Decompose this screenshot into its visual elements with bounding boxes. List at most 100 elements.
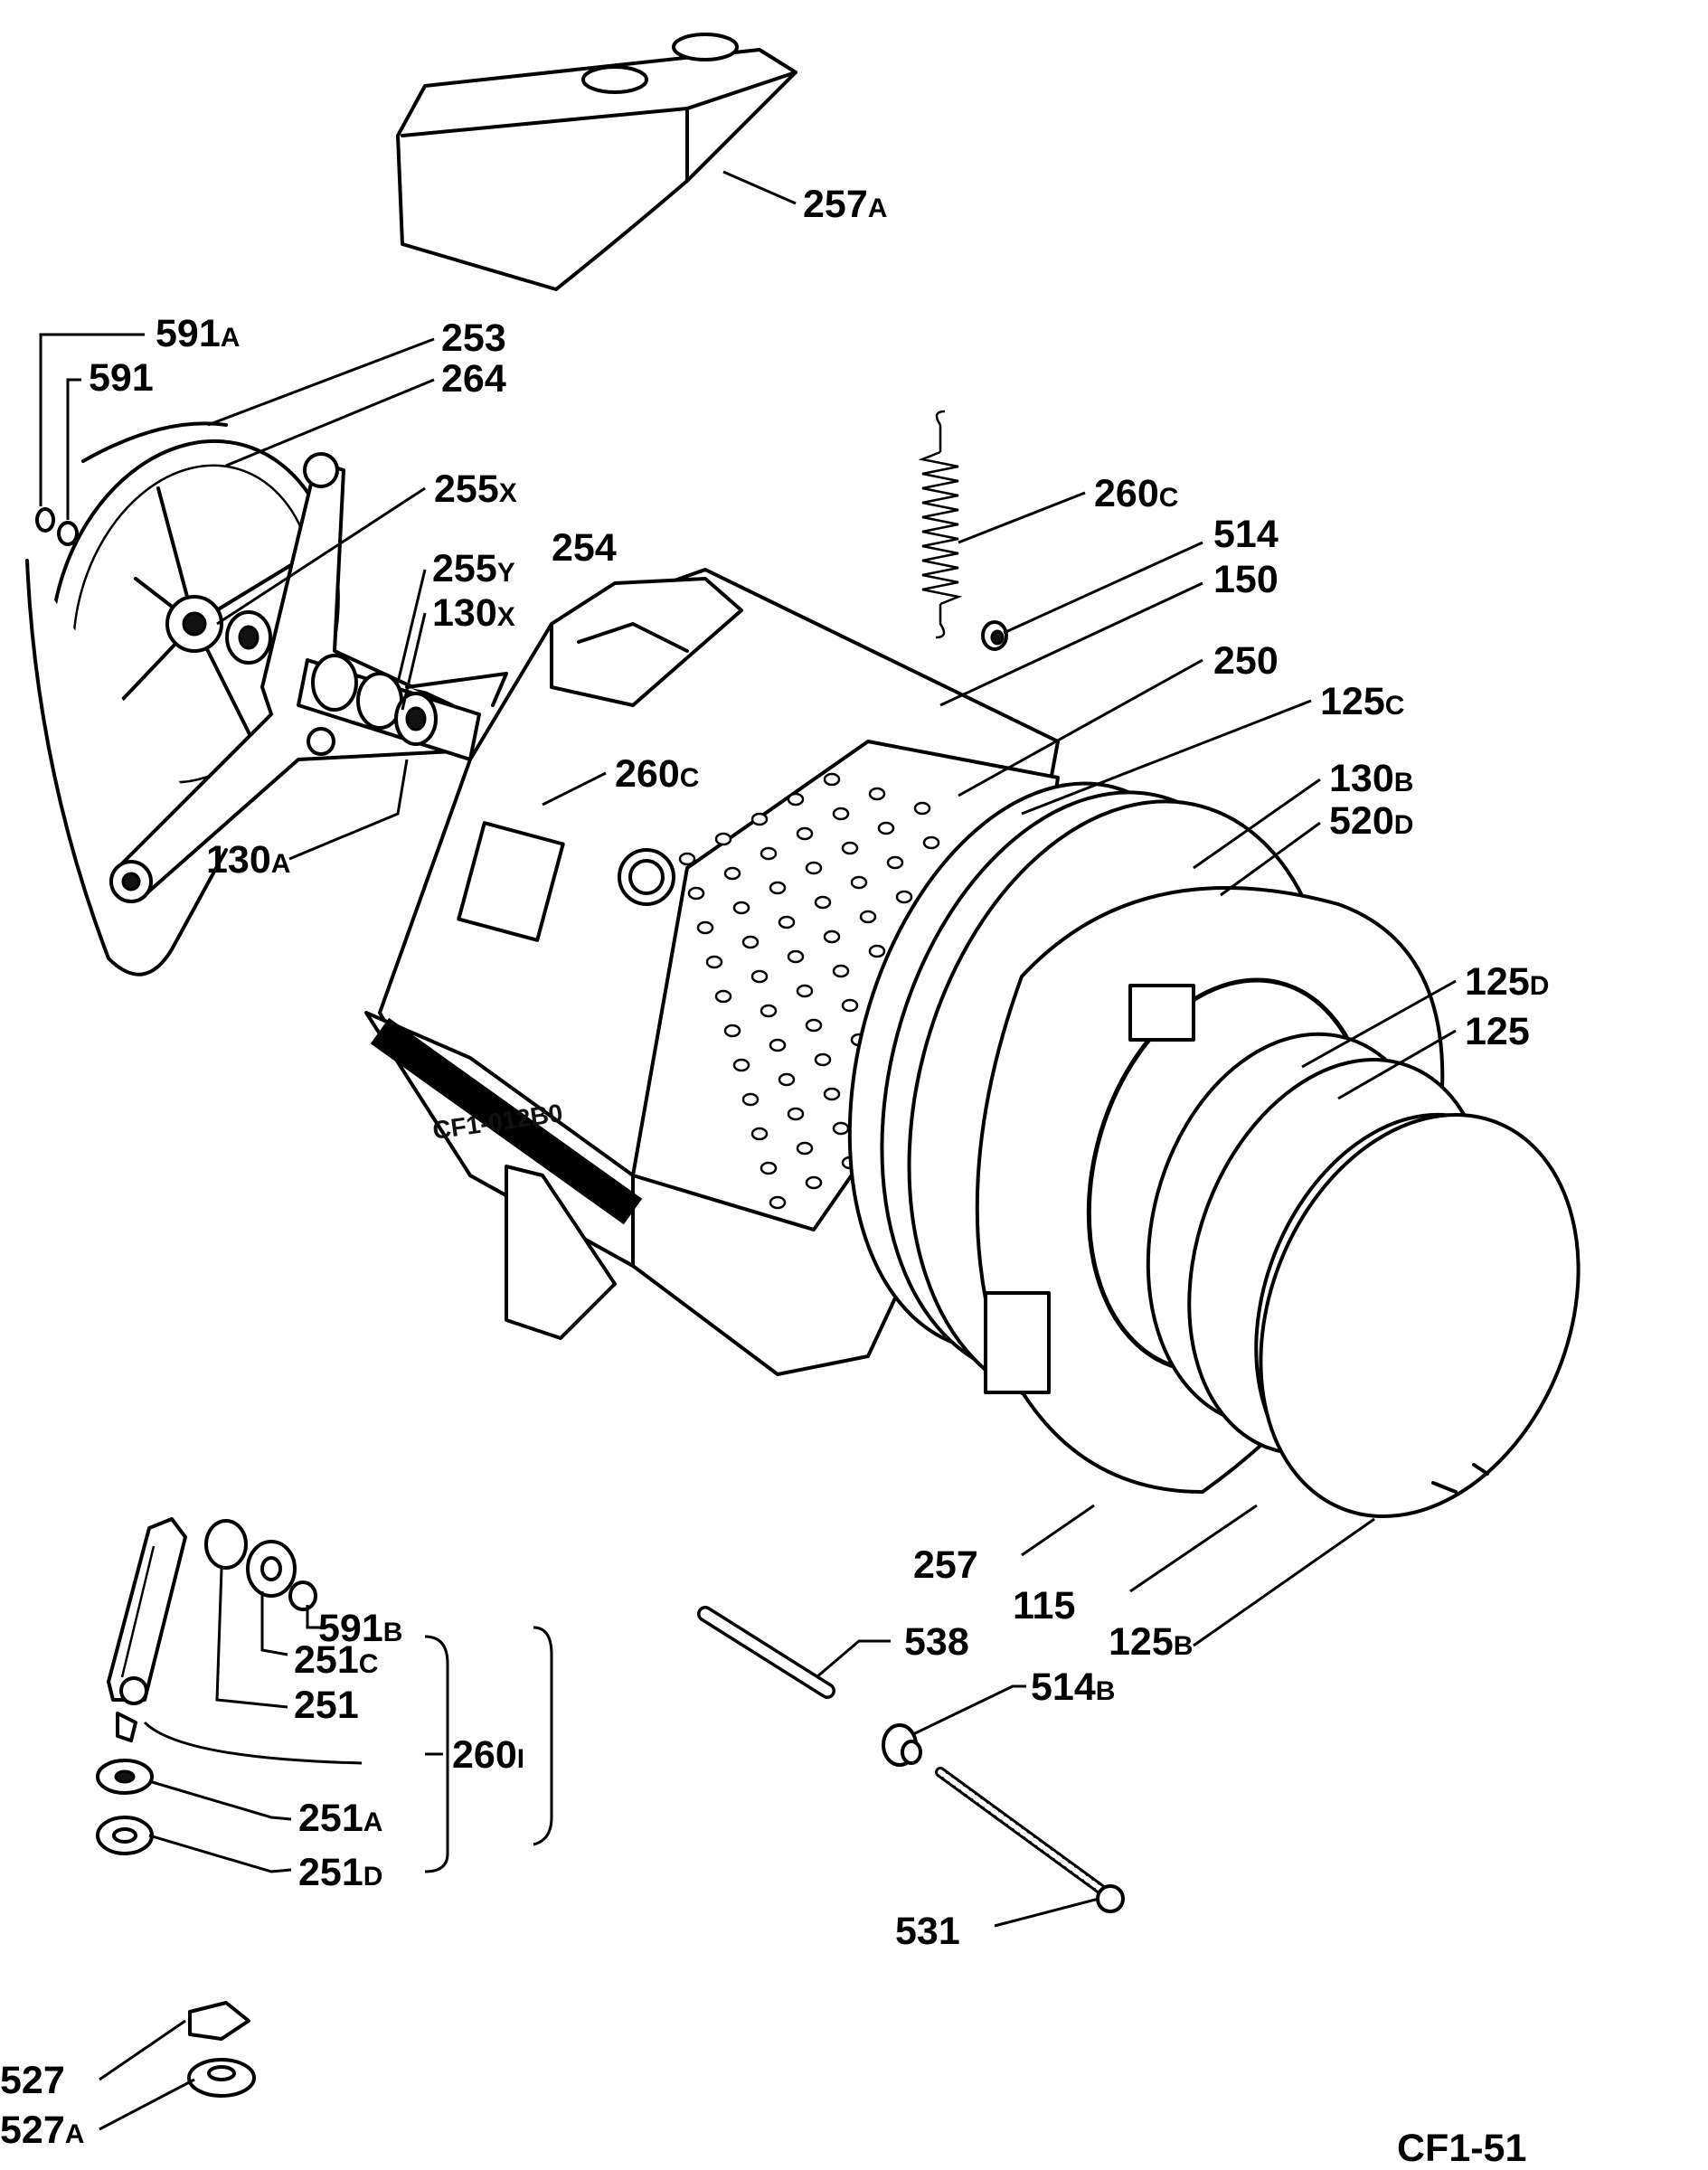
drum-hole: [787, 1107, 805, 1121]
callout-label-130a: 130A: [206, 838, 290, 882]
drum-hole: [750, 812, 769, 826]
small-washers: [35, 507, 79, 546]
drum-hole: [814, 1052, 832, 1067]
callout-label-255x: 255X: [434, 467, 517, 511]
callout-number: 527: [0, 2059, 65, 2102]
drum-hole: [732, 901, 750, 915]
callout-label-520d: 520D: [1329, 799, 1413, 843]
drum-hole: [787, 949, 805, 964]
foot-527: [187, 2001, 256, 2098]
callout-suffix: Y: [497, 558, 515, 588]
callout-number: 531: [895, 1910, 960, 1953]
callout-label-591b: 591B: [318, 1607, 402, 1650]
callout-suffix: A: [221, 323, 241, 353]
callout-number: 591: [89, 356, 154, 400]
drum-hole: [723, 866, 741, 881]
drum-hole: [823, 1087, 841, 1101]
drum-hole: [741, 1092, 760, 1107]
drum-hole: [796, 984, 814, 998]
callout-label-125: 125: [1465, 1010, 1530, 1053]
leader-lines: [39, 170, 1457, 2131]
drum-hole: [832, 807, 850, 821]
callout-label-125d: 125D: [1465, 960, 1549, 1004]
callout-number: 251: [294, 1638, 359, 1682]
callout-number: 520: [1329, 799, 1394, 843]
drum-hole: [823, 929, 841, 944]
callout-suffix: C: [359, 1649, 379, 1679]
callout-labels: 257A591A591253264255X254255Y130X260C5141…: [0, 183, 1549, 2152]
callout-suffix: X: [499, 478, 517, 508]
callout-number: 251: [294, 1684, 359, 1727]
callout-suffix: I: [517, 1744, 524, 1774]
spider-bracket: [109, 452, 472, 903]
callout-label-591: 591: [89, 356, 154, 400]
callout-label-257a: 257A: [803, 183, 887, 226]
drum-hole: [769, 1195, 787, 1210]
drum-hole: [886, 855, 904, 870]
callout-suffix: B: [383, 1618, 403, 1647]
callout-suffix: A: [868, 193, 888, 223]
callout-label-253: 253: [441, 316, 506, 360]
callout-suffix: B: [1394, 768, 1414, 797]
callout-number: 125: [1109, 1620, 1174, 1664]
drum-hole: [814, 895, 832, 910]
callout-number: 251: [298, 1851, 363, 1894]
drum-hole: [678, 852, 696, 866]
callout-number: 514: [1031, 1665, 1096, 1709]
drum-hole: [714, 832, 732, 846]
drum-hole: [832, 964, 850, 978]
drum-hole: [922, 835, 940, 850]
callout-label-260i: 260I: [452, 1733, 524, 1777]
callout-number: 260: [452, 1733, 517, 1777]
callout-label-125b: 125B: [1109, 1620, 1193, 1664]
drum-hole: [841, 998, 859, 1013]
bearings-shaft: [225, 610, 508, 761]
callout-suffix: X: [497, 602, 515, 632]
callout-number: 250: [1213, 639, 1279, 683]
drum-hole: [750, 969, 769, 984]
callout-number: 257: [803, 183, 868, 226]
drum-hole: [705, 955, 723, 969]
drum-hole: [787, 792, 805, 807]
callout-label-251d: 251D: [298, 1851, 382, 1894]
drum-hole: [741, 935, 760, 949]
callout-suffix: C: [1159, 483, 1179, 513]
bolt-531: [935, 1767, 1125, 1913]
drum-hole: [760, 846, 778, 861]
drum-hole: [714, 989, 732, 1004]
callout-number: 130: [206, 838, 271, 882]
callout-label-591a: 591A: [156, 312, 240, 355]
callout-label-527: 527: [0, 2059, 65, 2102]
callout-suffix: C: [680, 763, 700, 793]
callout-number: 538: [904, 1620, 969, 1664]
callout-number: 150: [1213, 558, 1279, 601]
callout-number: 255: [432, 547, 497, 590]
callout-label-251a: 251A: [298, 1797, 382, 1840]
drum-hole: [832, 1121, 850, 1136]
drum-hole: [760, 1004, 778, 1018]
callout-label-527a: 527A: [0, 2109, 84, 2152]
drum-hole: [850, 875, 868, 890]
callout-label-264: 264: [441, 357, 506, 401]
callout-number: 253: [441, 316, 506, 360]
drum-hole: [805, 1175, 823, 1190]
callout-label-254: 254: [552, 526, 617, 570]
callout-label-260c-top: 260C: [1094, 472, 1178, 515]
callout-suffix: D: [363, 1862, 383, 1892]
rod-538: [697, 1606, 835, 1699]
bushing-514B: [882, 1723, 922, 1767]
callout-label-257: 257: [913, 1543, 978, 1587]
callout-label-538: 538: [904, 1620, 969, 1664]
callout-number: 125: [1320, 680, 1385, 723]
callout-number: 257: [913, 1543, 978, 1587]
callout-label-255y: 255Y: [432, 547, 515, 590]
callout-suffix: D: [1394, 810, 1414, 840]
drawing-code: CF1-51: [1397, 2127, 1526, 2170]
callout-label-514b: 514B: [1031, 1665, 1115, 1709]
callout-number: 514: [1213, 513, 1279, 556]
drum-hole: [823, 772, 841, 787]
callout-label-531: 531: [895, 1910, 960, 1953]
callout-suffix: A: [65, 2119, 85, 2149]
drum-hole: [877, 821, 895, 835]
